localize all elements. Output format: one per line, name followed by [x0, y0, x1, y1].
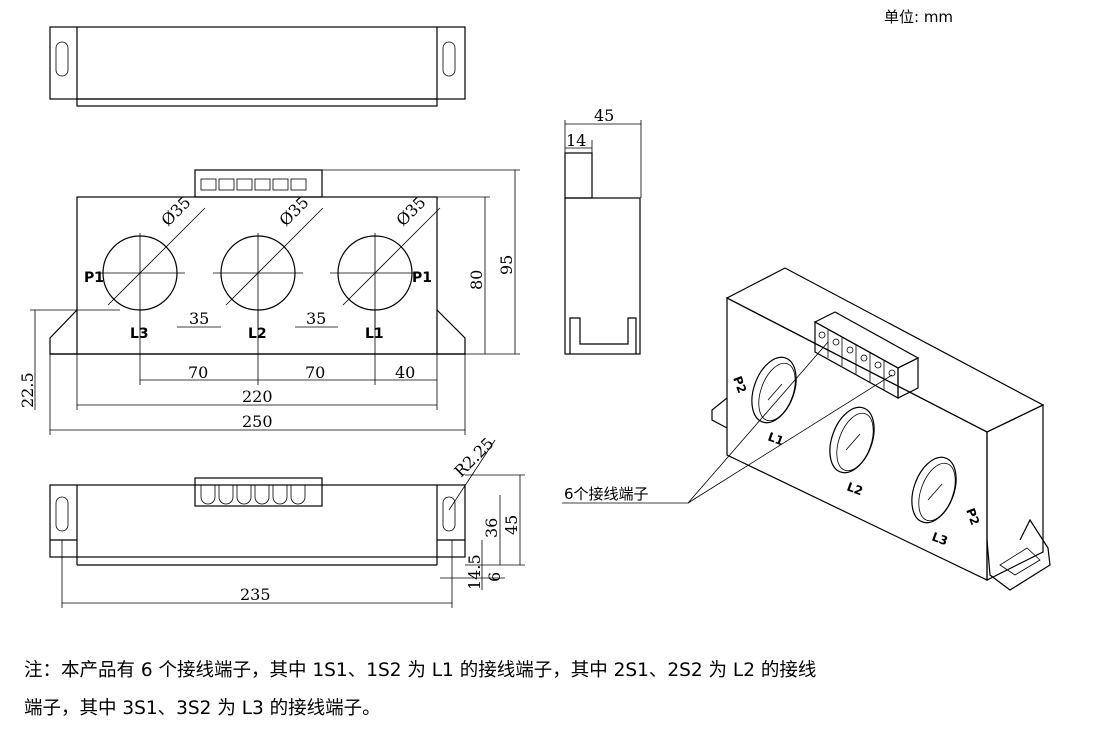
hole-l1: [330, 207, 441, 330]
technical-drawing: Ø35 Ø35 Ø35 P1 P1 L3 L2 L1 35 35 70 70 4…: [18, 26, 1051, 608]
bottom-dim-36: 36: [482, 518, 501, 538]
iso-top-face: [725, 267, 1045, 433]
dim-80: 80: [467, 270, 486, 290]
unit-label: 单位: mm: [884, 8, 954, 26]
hole-label-l1: L1: [365, 326, 384, 342]
note-line-1: 注：本产品有 6 个接线端子，其中 1S1、1S2 为 L1 的接线端子，其中 …: [24, 660, 817, 681]
p1-right-label: P1: [412, 270, 432, 286]
side-dim-14: 14: [566, 131, 586, 150]
bottom-terminal-block: [194, 477, 323, 507]
note-line-2: 端子，其中 3S1、3S2 为 L3 的接线端子。: [24, 698, 381, 719]
bottom-dim-45: 45: [502, 515, 521, 535]
iso-label-p2-left: P2: [730, 374, 749, 395]
dim-spacing-a: 35: [189, 309, 209, 328]
p1-left-label: P1: [84, 270, 104, 286]
bottom-view: R2.25 45 36 14.5 6 235: [49, 434, 525, 608]
mounting-slot-right: [442, 41, 456, 77]
bottom-dim-235: 235: [240, 585, 271, 604]
iso-callout: 6个接线端子: [564, 485, 649, 503]
iso-view: P2 L1 L2 P2 L3 6个接线端子: [562, 267, 1051, 591]
hole-label-l3: L3: [130, 326, 149, 342]
dim-40: 40: [395, 363, 415, 382]
iso-label-l3: L3: [930, 530, 950, 549]
dim-95: 95: [497, 255, 516, 275]
dim-spacing-b: 35: [306, 309, 326, 328]
side-view: 45 14: [564, 106, 642, 355]
terminal-cells: [200, 178, 307, 191]
iso-terminal-block: [813, 311, 920, 400]
dim-250: 250: [242, 412, 273, 431]
front-view: Ø35 Ø35 Ø35 P1 P1 L3 L2 L1 35 35 70 70 4…: [18, 169, 520, 435]
bottom-dim-14-5: 14.5: [465, 554, 484, 590]
dim-22-5: 22.5: [18, 372, 37, 408]
iso-label-l1: L1: [766, 430, 786, 449]
iso-label-l2: L2: [845, 480, 865, 499]
terminal-block: [194, 169, 323, 198]
dim-70-a: 70: [188, 363, 208, 382]
bottom-dim-r: R2.25: [450, 434, 497, 481]
bottom-dim-6: 6: [485, 572, 504, 582]
mounting-slot-left: [55, 41, 69, 77]
iso-side-face: [986, 404, 1044, 581]
iso-label-p2-right: P2: [963, 506, 982, 527]
top-view: [49, 26, 466, 107]
side-dim-45: 45: [594, 106, 614, 125]
dim-70-b: 70: [305, 363, 325, 382]
note: 注：本产品有 6 个接线端子，其中 1S1、1S2 为 L1 的接线端子，其中 …: [24, 652, 1104, 728]
dim-220: 220: [242, 387, 273, 406]
hole-label-l2: L2: [248, 326, 267, 342]
